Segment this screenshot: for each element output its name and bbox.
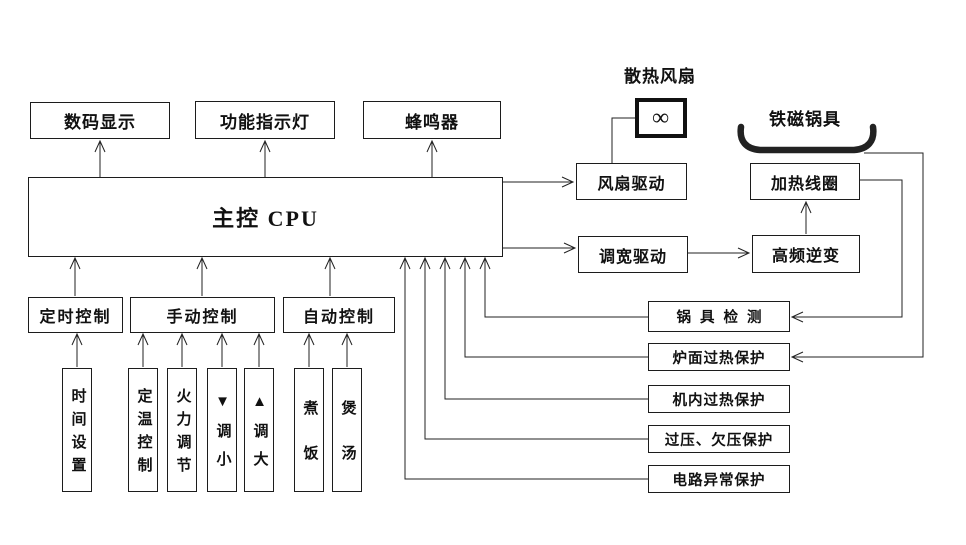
internal-overheat-label: 机内过热保护 — [672, 392, 766, 409]
pot-label: 铁磁锅具 — [769, 109, 841, 129]
digital-display-label: 数码显示 — [64, 113, 136, 132]
hf-inverter-label: 高频逆变 — [771, 248, 840, 265]
temp-control-label: 定温控制 — [135, 388, 152, 480]
box-adjust-up: ▲调大 — [244, 368, 274, 492]
main-cpu-label: 主控 CPU — [212, 206, 319, 231]
indicator-light-label: 功能指示灯 — [220, 112, 310, 132]
fan-symbol: ∞ — [651, 104, 671, 131]
box-pot-detect: 锅具检测 — [648, 301, 790, 332]
box-cook-rice: 煮饭 — [294, 368, 324, 492]
box-main-cpu: 主控 CPU — [28, 177, 503, 257]
buzzer-label: 蜂鸣器 — [405, 112, 459, 132]
box-adjust-down: ▼调小 — [207, 368, 237, 492]
cook-soup-label: 煲汤 — [339, 400, 356, 490]
pwm-drive-label: 调宽驱动 — [598, 248, 667, 266]
circuit-protect-label: 电路异常保护 — [672, 472, 766, 489]
fan-icon: ∞ — [635, 98, 687, 138]
manual-control-label: 手动控制 — [166, 309, 239, 326]
surface-overheat-label: 炉面过热保护 — [672, 350, 766, 367]
adjust-up-label: ▲调大 — [251, 394, 268, 479]
box-cook-soup: 煲汤 — [332, 368, 362, 492]
heating-coil-label: 加热线圈 — [770, 175, 839, 193]
box-pwm-drive: 调宽驱动 — [578, 236, 688, 273]
box-manual-control: 手动控制 — [130, 297, 275, 333]
box-circuit-protect: 电路异常保护 — [648, 465, 790, 493]
power-adjust-label: 火力调节 — [174, 388, 191, 480]
box-heating-coil: 加热线圈 — [750, 163, 860, 200]
timer-control-label: 定时控制 — [39, 309, 112, 326]
box-fan-drive: 风扇驱动 — [576, 163, 687, 200]
fan-drive-label: 风扇驱动 — [597, 175, 666, 193]
box-digital-display: 数码显示 — [30, 102, 170, 139]
box-hf-inverter: 高频逆变 — [752, 235, 860, 273]
time-setting-label: 时间设置 — [69, 388, 86, 480]
box-time-setting: 时间设置 — [62, 368, 92, 492]
box-surface-overheat: 炉面过热保护 — [648, 343, 790, 371]
box-buzzer: 蜂鸣器 — [363, 101, 501, 139]
box-indicator-light: 功能指示灯 — [195, 101, 335, 139]
cook-rice-label: 煮饭 — [301, 400, 318, 490]
box-auto-control: 自动控制 — [283, 297, 395, 333]
box-voltage-protect: 过压、欠压保护 — [648, 425, 790, 453]
cooling-fan-label: 散热风扇 — [624, 66, 696, 86]
box-internal-overheat: 机内过热保护 — [648, 385, 790, 413]
adjust-down-label: ▼调小 — [214, 394, 231, 479]
auto-control-label: 自动控制 — [302, 309, 375, 326]
box-temp-control: 定温控制 — [128, 368, 158, 492]
box-timer-control: 定时控制 — [28, 297, 123, 333]
voltage-protect-label: 过压、欠压保护 — [664, 432, 774, 449]
pot-shape — [737, 123, 877, 154]
box-power-adjust: 火力调节 — [167, 368, 197, 492]
pot-detect-label: 锅具检测 — [676, 310, 771, 326]
